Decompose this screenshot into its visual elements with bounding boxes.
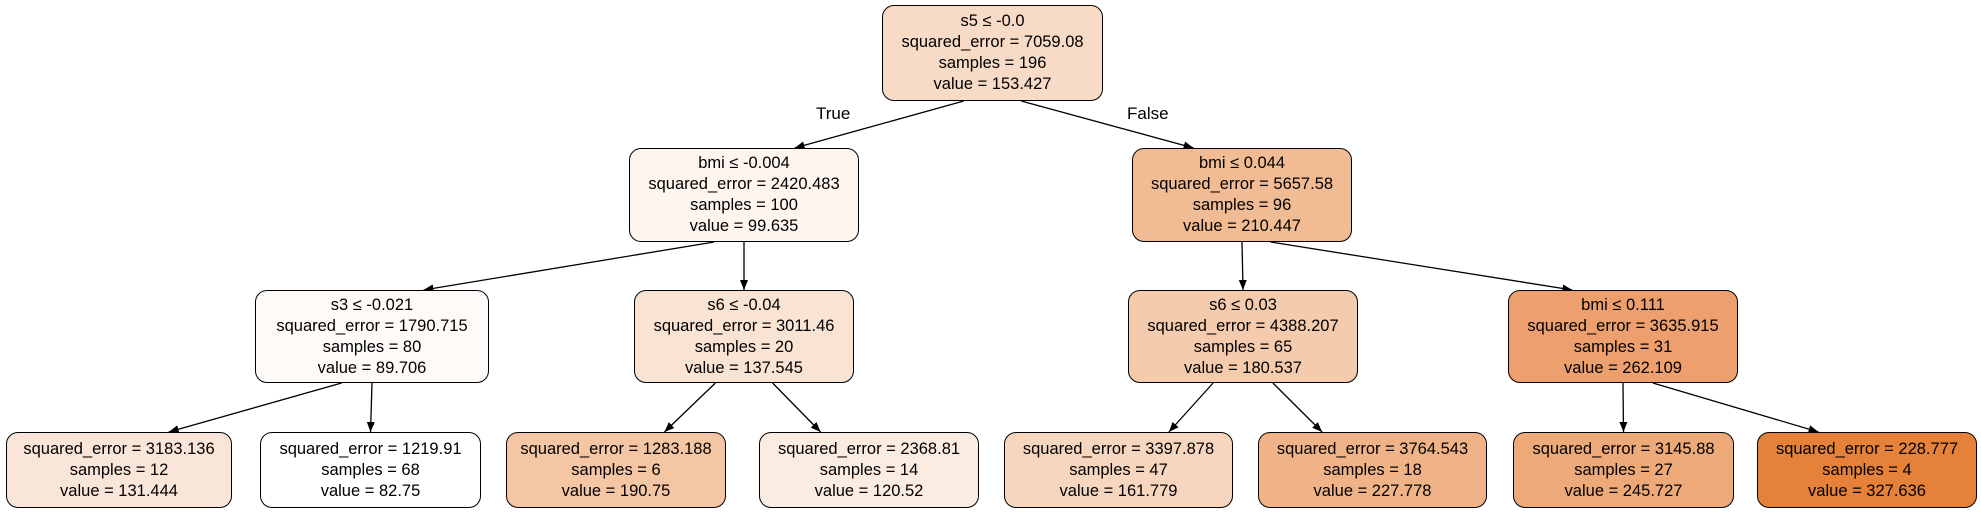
tree-node-leaf: squared_error = 3764.543 samples = 18 valu… [1258, 432, 1487, 508]
node-samples: samples = 65 [1193, 337, 1293, 356]
node-split-condition: bmi ≤ -0.004 [698, 154, 790, 172]
node-split-condition: s5 ≤ -0.0 [960, 12, 1025, 30]
tree-edge-n0-n1 [794, 100, 964, 150]
tree-node-leaf: squared_error = 2368.81 samples = 14 value… [759, 432, 979, 508]
node-samples: samples = 68 [321, 460, 420, 479]
node-samples: samples = 12 [69, 460, 169, 479]
node-value: value = 82.75 [320, 481, 421, 500]
tree-node-split: s6 ≤ 0.03 squared_error = 4388.207 samples… [1128, 290, 1358, 383]
tree-edge-n4-n9 [663, 382, 716, 433]
node-samples: samples = 6 [571, 460, 661, 479]
node-value: value = 245.727 [1564, 481, 1683, 500]
node-value: value = 161.779 [1059, 481, 1178, 500]
tree-edge-n5-n11 [1168, 382, 1214, 433]
tree-edge-n6-n14 [1652, 382, 1819, 434]
tree-node-split: s6 ≤ -0.04 squared_error = 3011.46 samples… [634, 290, 854, 383]
node-value: value = 180.537 [1184, 358, 1302, 377]
edge-label-true: True [816, 104, 851, 123]
tree-edge-n3-n7 [168, 382, 342, 434]
tree-edge-n5-n12 [1272, 382, 1323, 433]
tree-node-leaf: squared_error = 1219.91 samples = 68 value… [260, 432, 481, 508]
tree-edge-n6-n13 [1619, 382, 1628, 433]
node-value: value = 227.778 [1313, 481, 1432, 500]
node-split-condition: s6 ≤ -0.04 [707, 295, 781, 314]
node-samples: samples = 4 [1822, 460, 1912, 479]
tree-node-leaf: squared_error = 228.777 samples = 4 value … [1757, 432, 1977, 508]
node-samples: samples = 96 [1192, 196, 1292, 214]
node-samples: samples = 196 [938, 54, 1047, 72]
tree-edge-n2-n6 [1270, 241, 1573, 293]
node-value: value = 99.635 [689, 217, 799, 235]
tree-node-leaf: squared_error = 3145.88 samples = 27 value… [1513, 432, 1734, 508]
node-squared-error: squared_error = 2368.81 [777, 439, 961, 458]
node-samples: samples = 31 [1573, 337, 1673, 356]
node-value: value = 153.427 [933, 75, 1052, 93]
node-samples: samples = 14 [819, 460, 919, 479]
node-value: value = 262.109 [1564, 358, 1682, 377]
tree-node-split: bmi ≤ -0.004 squared_error = 2420.483 samp… [629, 148, 859, 242]
node-squared-error: squared_error = 5657.58 [1150, 175, 1334, 193]
tree-edge-n4-n10 [772, 382, 822, 433]
tree-node-split: bmi ≤ 0.044 squared_error = 5657.58 sample… [1132, 148, 1352, 242]
node-squared-error: squared_error = 1790.715 [276, 316, 468, 335]
tree-node-split: s5 ≤ -0.0 squared_error = 7059.08 samples … [882, 5, 1103, 101]
node-squared-error: squared_error = 4388.207 [1147, 316, 1339, 335]
tree-node-split: s3 ≤ -0.021 squared_error = 1790.715 sampl… [255, 290, 489, 383]
tree-edge-n1-n3 [423, 241, 715, 293]
node-value: value = 327.636 [1808, 481, 1926, 500]
tree-node-leaf: squared_error = 3183.136 samples = 12 valu… [6, 432, 232, 508]
node-split-condition: bmi ≤ 0.111 [1581, 295, 1665, 314]
tree-node-leaf: squared_error = 3397.878 samples = 47 valu… [1004, 432, 1233, 508]
node-samples: samples = 27 [1574, 460, 1673, 479]
node-split-condition: bmi ≤ 0.044 [1198, 154, 1286, 172]
node-samples: samples = 20 [694, 337, 794, 356]
node-value: value = 120.52 [814, 481, 924, 500]
node-squared-error: squared_error = 3011.46 [653, 316, 835, 335]
node-value: value = 131.444 [60, 481, 178, 500]
node-squared-error: squared_error = 3764.543 [1276, 439, 1469, 458]
tree-edge-n0-n2 [1021, 100, 1194, 150]
node-split-condition: s3 ≤ -0.021 [330, 295, 414, 314]
node-squared-error: squared_error = 1219.91 [279, 439, 462, 458]
node-value: value = 89.706 [317, 358, 427, 377]
node-value: value = 190.75 [561, 481, 671, 500]
node-value: value = 210.447 [1183, 217, 1301, 235]
node-squared-error: squared_error = 3183.136 [23, 439, 215, 458]
node-samples: samples = 47 [1069, 460, 1168, 479]
node-squared-error: squared_error = 228.777 [1775, 439, 1959, 458]
tree-node-split: bmi ≤ 0.111 squared_error = 3635.915 sampl… [1508, 290, 1738, 383]
node-samples: samples = 80 [322, 337, 422, 356]
tree-node-leaf: squared_error = 1283.188 samples = 6 value… [506, 432, 726, 508]
node-squared-error: squared_error = 3397.878 [1022, 439, 1215, 458]
tree-edge-n2-n5 [1238, 241, 1247, 291]
node-squared-error: squared_error = 1283.188 [520, 439, 712, 458]
edge-label-false: False [1127, 104, 1169, 123]
node-squared-error: squared_error = 2420.483 [648, 175, 840, 193]
node-value: value = 137.545 [685, 358, 803, 377]
tree-edge-n3-n8 [366, 382, 375, 433]
node-samples: samples = 18 [1323, 460, 1422, 479]
node-samples: samples = 100 [690, 196, 798, 214]
node-squared-error: squared_error = 3145.88 [1532, 439, 1715, 458]
node-squared-error: squared_error = 7059.08 [901, 33, 1084, 51]
node-split-condition: s6 ≤ 0.03 [1209, 295, 1277, 314]
node-squared-error: squared_error = 3635.915 [1527, 316, 1719, 335]
